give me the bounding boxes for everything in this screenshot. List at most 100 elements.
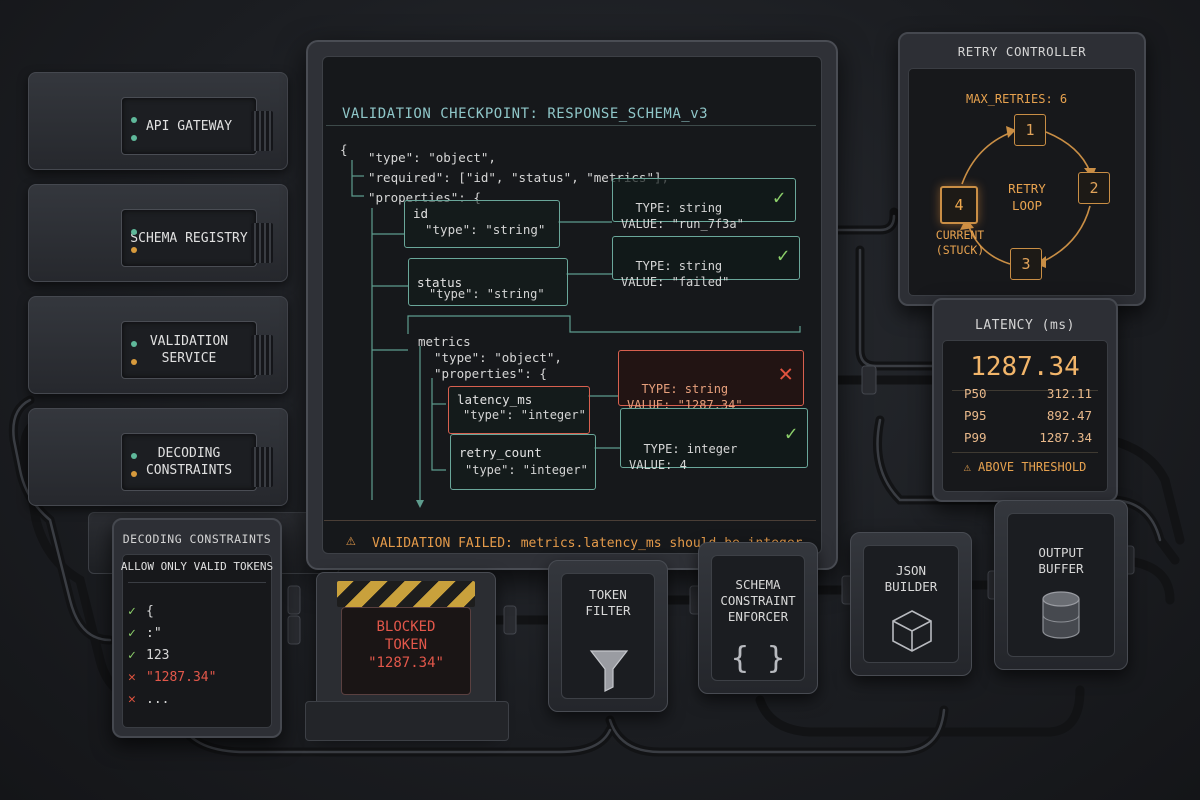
module-face: [863, 545, 959, 663]
field-node-latency-ms[interactable]: latency_ms "type": "integer": [448, 386, 590, 434]
panel-subtitle: ALLOW ONLY VALID TOKENS: [120, 560, 274, 573]
module-label: JSON BUILDER: [884, 563, 938, 594]
server-unit-decoding-constraints[interactable]: DECODING CONSTRAINTS: [28, 408, 288, 506]
status-led: [131, 229, 137, 235]
token-text: {: [146, 604, 154, 619]
cross-icon: ✕: [778, 359, 793, 387]
panel-title: DECODING CONSTRAINTS: [122, 532, 272, 546]
latency-alert: ⚠ ABOVE THRESHOLD: [934, 460, 1116, 474]
result-box-retry-count: TYPE: integer VALUE: 4 ✓: [620, 408, 808, 472]
module-schema-constraint-enforcer[interactable]: SCHEMA CONSTRAINT ENFORCER { }: [698, 542, 818, 694]
percentile-label: P95: [964, 408, 987, 423]
server-label: VALIDATION SERVICE: [121, 321, 257, 379]
cross-icon: ✕: [128, 692, 136, 707]
vent-grille: [251, 223, 273, 263]
funnel-icon: [589, 650, 629, 692]
cross-icon: ✕: [128, 670, 136, 685]
retry-step-3: 3: [1010, 248, 1042, 280]
field-node-retry-count[interactable]: retry_count "type": "integer": [450, 434, 596, 490]
validation-fail-message: VALIDATION FAILED: metrics.latency_ms sh…: [372, 536, 803, 551]
panel-title: RETRY CONTROLLER: [957, 44, 1087, 59]
status-led: [131, 135, 137, 141]
retry-step-4-current[interactable]: 4: [940, 186, 978, 224]
braces-icon: { }: [730, 641, 786, 676]
alert-divider: [952, 452, 1098, 453]
subtitle-divider: [128, 582, 266, 583]
server-unit-validation-service[interactable]: VALIDATION SERVICE: [28, 296, 288, 394]
result-text: TYPE: string VALUE: "run_7f3a": [621, 201, 744, 231]
token-text: "1287.34": [146, 670, 217, 685]
percentile-value: 1287.34: [1039, 430, 1092, 445]
blocked-token-gate: BLOCKED TOKEN "1287.34": [305, 572, 509, 741]
alert-text: ABOVE THRESHOLD: [978, 460, 1087, 474]
field-type: "type": "integer": [465, 463, 588, 477]
token-allowed: ✓123: [128, 648, 169, 663]
status-led: [131, 117, 137, 123]
field-type: "type": "string": [425, 222, 546, 237]
result-text: TYPE: string VALUE: "failed": [621, 259, 730, 289]
cylinder-icon: [1042, 591, 1080, 639]
check-icon: ✓: [128, 648, 136, 663]
latency-row-p95: P95 892.47: [964, 408, 1092, 423]
field-name: id: [413, 206, 429, 221]
decoding-constraints-panel: DECODING CONSTRAINTS ALLOW ONLY VALID TO…: [112, 518, 282, 738]
check-icon: ✓: [776, 243, 789, 267]
module-label: OUTPUT BUFFER: [1038, 545, 1084, 576]
check-icon: ✓: [128, 626, 136, 641]
panel-title: LATENCY (ms): [975, 318, 1075, 333]
result-text: TYPE: integer VALUE: 4: [629, 442, 738, 472]
server-label: API GATEWAY: [121, 97, 257, 155]
field-node-status[interactable]: status "type": "string": [408, 258, 568, 306]
module-label: SCHEMA CONSTRAINT ENFORCER: [720, 577, 796, 624]
server-unit-schema-registry[interactable]: SCHEMA REGISTRY: [28, 184, 288, 282]
status-led: [131, 453, 137, 459]
checkpoint-title: VALIDATION CHECKPOINT: RESPONSE_SCHEMA_v…: [342, 106, 709, 122]
code-line-metrics-properties: "properties": {: [434, 366, 547, 381]
field-type: "type": "integer": [463, 408, 586, 422]
status-led: [131, 247, 137, 253]
check-icon: ✓: [784, 421, 797, 445]
warning-icon: ⚠: [963, 460, 979, 474]
field-name: retry_count: [459, 445, 542, 460]
result-box-status: TYPE: string VALUE: "failed" ✓: [612, 236, 800, 289]
code-line-required: "required": ["id", "status", "metrics"],: [368, 170, 670, 185]
status-led: [131, 341, 137, 347]
retry-loop-label: RETRY LOOP: [1008, 181, 1046, 213]
max-retries-label: MAX_RETRIES: 6: [966, 92, 1068, 106]
module-output-buffer[interactable]: OUTPUT BUFFER: [994, 500, 1128, 670]
fail-divider: [324, 520, 816, 521]
blocked-token-display: BLOCKED TOKEN "1287.34": [341, 607, 471, 695]
current-stuck-label: CURRENT (STUCK): [935, 228, 985, 257]
field-name-metrics: metrics: [418, 334, 471, 349]
check-icon: ✓: [128, 604, 136, 619]
warning-icon: ⚠: [346, 530, 356, 549]
percentile-value: 312.11: [1046, 386, 1092, 401]
status-led: [131, 471, 137, 477]
module-json-builder[interactable]: JSON BUILDER: [850, 532, 972, 676]
title-divider: [326, 125, 816, 126]
server-unit-api-gateway[interactable]: API GATEWAY: [28, 72, 288, 170]
vent-grille: [251, 111, 273, 151]
field-type: "type": "string": [429, 287, 545, 301]
gate-base: [305, 701, 509, 741]
status-led: [131, 359, 137, 365]
latency-value: 1287.34: [970, 352, 1080, 382]
field-node-id[interactable]: id "type": "string": [404, 200, 560, 248]
result-box-id: TYPE: string VALUE: "run_7f3a" ✓: [612, 178, 796, 231]
check-icon: ✓: [772, 185, 785, 209]
token-rejected: ✕...: [128, 692, 169, 707]
token-allowed: ✓ :": [128, 626, 162, 641]
retry-step-1: 1: [1014, 114, 1046, 146]
token-rejected: ✕ "1287.34": [128, 670, 216, 685]
vent-grille: [251, 335, 273, 375]
module-token-filter[interactable]: TOKEN FILTER: [548, 560, 668, 712]
token-text: :": [146, 626, 162, 641]
retry-step-2: 2: [1078, 172, 1110, 204]
percentile-value: 892.47: [1046, 408, 1092, 423]
code-line-metrics-type: "type": "object",: [434, 350, 562, 365]
